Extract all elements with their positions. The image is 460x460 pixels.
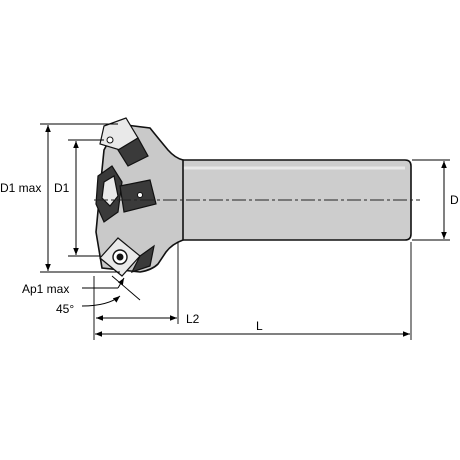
top-insert-screw	[106, 136, 114, 144]
l-label: L	[256, 319, 263, 333]
d-label: D	[450, 193, 459, 207]
top-insert-shadow	[117, 137, 149, 167]
bottom-insert-shadow	[130, 244, 155, 274]
bottom-insert-screw-head	[116, 253, 124, 261]
middle-screw	[137, 192, 143, 198]
l2-label: L2	[186, 312, 200, 326]
d1-max-label: D1 max	[0, 181, 41, 195]
angle-arc	[81, 295, 121, 307]
ap1-max-ext	[111, 275, 141, 301]
middle-insert	[101, 175, 119, 207]
angle-label: 45°	[56, 302, 74, 316]
tool-shank	[177, 159, 412, 241]
ap1-max-label: Ap1 max	[22, 282, 69, 296]
ap1-max-arrow	[117, 277, 125, 289]
d1-label: D1	[54, 181, 70, 195]
